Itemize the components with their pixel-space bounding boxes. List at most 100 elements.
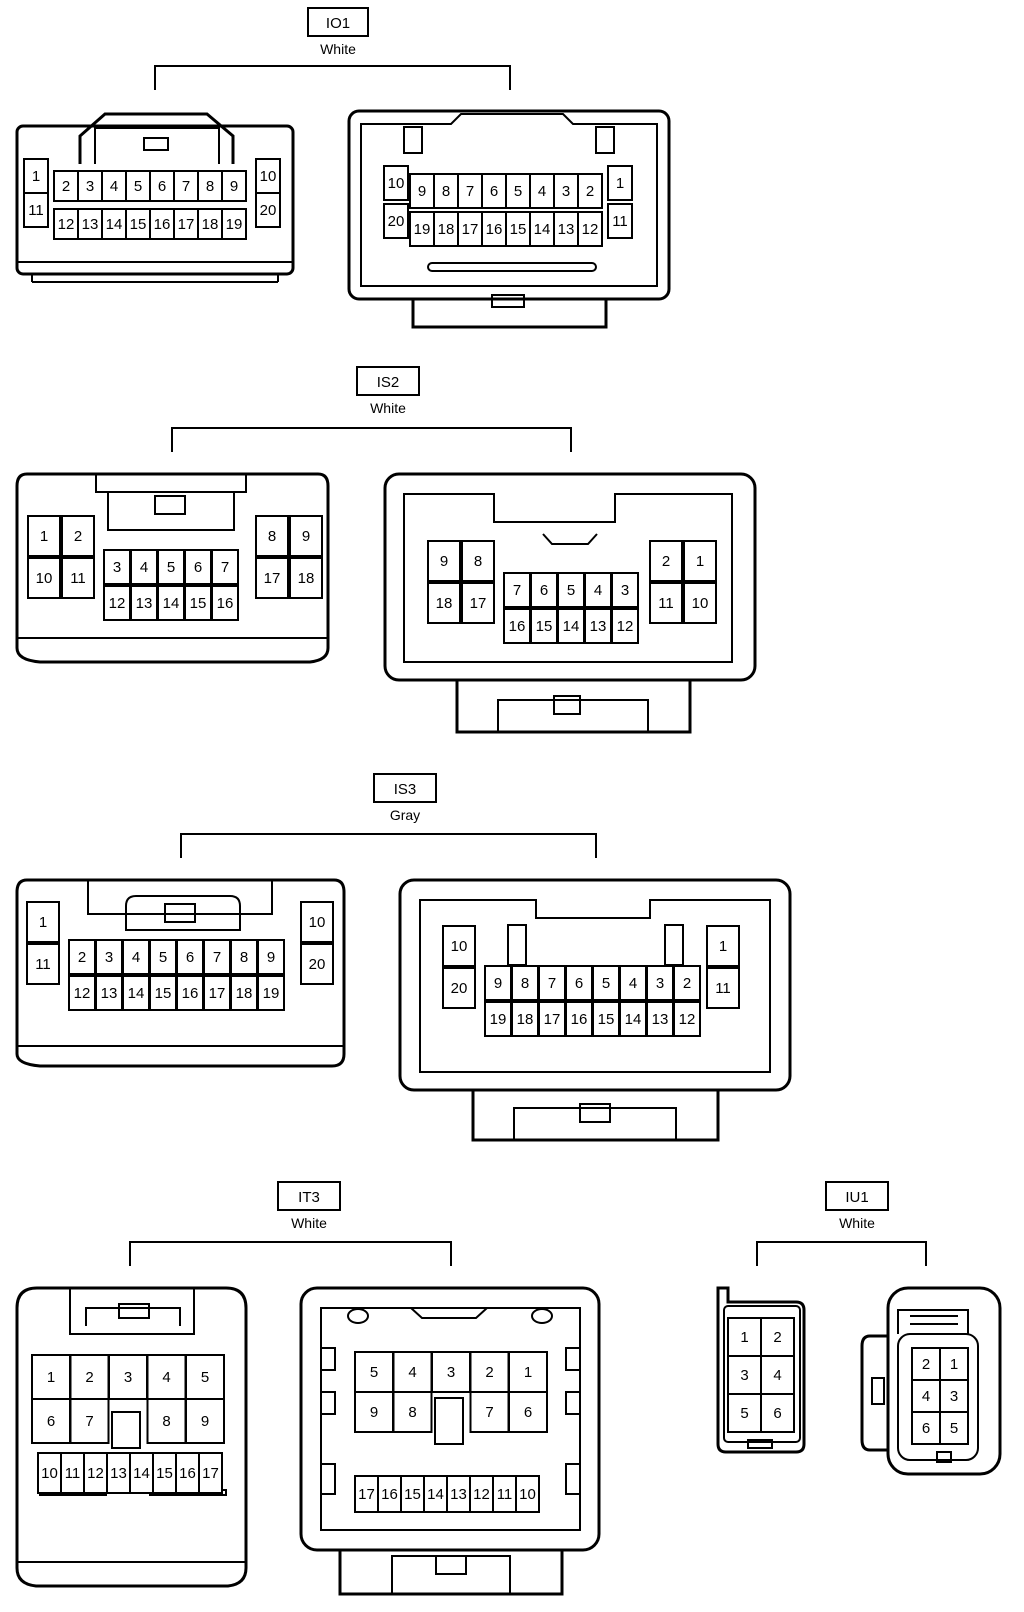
- pin-number: 1: [39, 914, 47, 931]
- pin-number: 2: [85, 1369, 93, 1386]
- pin-number: 14: [427, 1486, 444, 1503]
- pin-number: 6: [158, 178, 166, 195]
- pin-cavity: [211, 549, 239, 585]
- pin-number: 12: [473, 1486, 490, 1503]
- pin-cavity: [584, 572, 612, 608]
- pin-cavity: [427, 582, 461, 624]
- pin-cavity: [197, 208, 223, 240]
- view-bracket: [756, 1241, 927, 1266]
- pin-number: 7: [513, 582, 521, 599]
- pin-number: 2: [78, 949, 86, 966]
- pin-number: 15: [598, 1011, 615, 1028]
- pin-number: 3: [562, 183, 570, 200]
- pin-number: 4: [408, 1364, 416, 1381]
- pin-cavity: [173, 170, 199, 202]
- pin-number: 15: [156, 1465, 173, 1482]
- pin-number: 14: [625, 1011, 642, 1028]
- pin-number: 3: [86, 178, 94, 195]
- pin-cavity: [530, 608, 558, 644]
- pin-cavity: [198, 1452, 223, 1494]
- pin-number: 2: [62, 178, 70, 195]
- pin-cavity: [503, 608, 531, 644]
- pin-number: 11: [65, 1465, 81, 1482]
- pin-number: 8: [268, 528, 276, 545]
- pin-cavity: [457, 173, 483, 209]
- pin-cavity: [61, 515, 95, 557]
- pin-number: 12: [58, 216, 75, 233]
- pin-cavity: [706, 967, 740, 1009]
- pin-number: 11: [497, 1486, 513, 1503]
- pin-cavity: [939, 1379, 969, 1413]
- pin-number: 16: [571, 1011, 588, 1028]
- connector-code-box: [277, 1181, 341, 1211]
- pin-cavity: [300, 943, 334, 985]
- pin-cavity: [383, 165, 409, 201]
- pin-cavity: [27, 515, 61, 557]
- pin-cavity: [383, 203, 409, 239]
- pin-cavity: [607, 203, 633, 239]
- view-bracket: [129, 1241, 452, 1266]
- pin-number: 17: [358, 1486, 375, 1503]
- pin-number: 5: [134, 178, 142, 195]
- pin-number: 17: [264, 570, 281, 587]
- pin-number: 15: [404, 1486, 421, 1503]
- pin-cavity: [103, 585, 131, 621]
- pin-cavity: [706, 925, 740, 967]
- pin-number: 15: [510, 221, 527, 238]
- pin-number: 19: [226, 216, 243, 233]
- pin-number: 6: [524, 1404, 532, 1421]
- pin-number: 6: [47, 1413, 55, 1430]
- pin-number: 6: [922, 1420, 930, 1437]
- pin-cavity: [27, 557, 61, 599]
- pin-number: 8: [408, 1404, 416, 1421]
- pin-number: 10: [36, 570, 53, 587]
- pin-number: 1: [740, 1329, 748, 1346]
- pin-number: 17: [544, 1011, 561, 1028]
- pin-number: 2: [586, 183, 594, 200]
- pin-number: 2: [662, 553, 670, 570]
- pin-number: 4: [140, 559, 148, 576]
- pin-cavity: [173, 208, 199, 240]
- pin-number: 7: [213, 949, 221, 966]
- pin-number: 18: [202, 216, 219, 233]
- pin-cavity: [577, 211, 603, 247]
- pin-cavity: [649, 582, 683, 624]
- pin-cavity: [185, 1398, 225, 1444]
- pin-number: 4: [110, 178, 118, 195]
- pin-number: 20: [388, 213, 405, 230]
- pin-number: 7: [85, 1413, 93, 1430]
- pin-cavity: [149, 208, 175, 240]
- pin-cavity: [409, 173, 435, 209]
- pin-number: 16: [154, 216, 171, 233]
- pin-cavity: [727, 1355, 762, 1395]
- pin-cavity: [354, 1391, 394, 1433]
- pin-cavity: [727, 1393, 762, 1433]
- pin-number: 8: [474, 553, 482, 570]
- pin-number: 12: [617, 618, 634, 635]
- pin-cavity: [255, 192, 281, 228]
- connector-code: IT3: [298, 1189, 320, 1206]
- pin-number: 3: [124, 1369, 132, 1386]
- pin-number: 10: [41, 1465, 58, 1482]
- pin-cavity: [392, 1391, 433, 1433]
- pin-number: 1: [616, 175, 624, 192]
- pin-number: 18: [298, 570, 315, 587]
- pin-cavity: [53, 208, 79, 240]
- pin-number: 13: [136, 595, 153, 612]
- pin-number: 3: [621, 582, 629, 599]
- pin-number: 2: [74, 528, 82, 545]
- pin-number: 2: [922, 1356, 930, 1373]
- pin-number: 4: [773, 1367, 781, 1384]
- pin-cavity: [77, 208, 103, 240]
- pin-number: 7: [182, 178, 190, 195]
- pin-number: 9: [440, 553, 448, 570]
- pin-number: 5: [950, 1420, 958, 1437]
